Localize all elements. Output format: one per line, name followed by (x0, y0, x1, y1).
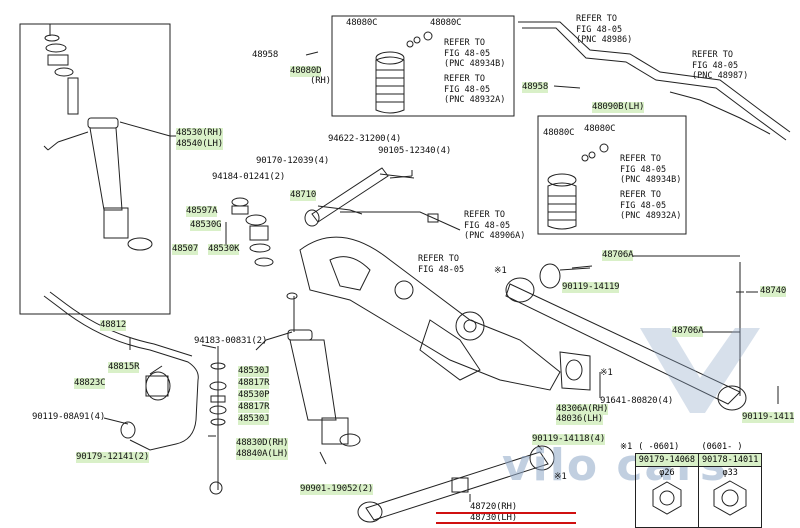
refer-note-fig-48-05[interactable]: REFER TO FIG 48-05 (418, 254, 465, 275)
part-48090b[interactable]: 48090B(LH) (592, 102, 645, 113)
part-48080c-b[interactable]: 48080C (430, 18, 462, 28)
highlight-underline-1 (436, 512, 576, 514)
part-94622-31200[interactable]: 94622-31200(4) (328, 134, 402, 144)
part-90119-14119[interactable]: 90119-14119 (562, 282, 620, 293)
part-48740[interactable]: 48740 (760, 286, 787, 297)
part-48958-b[interactable]: 48958 (522, 82, 549, 93)
part-48958-a[interactable]: 48958 (252, 50, 279, 60)
part-48817r-b[interactable]: 48817R (238, 402, 270, 413)
part-48710[interactable]: 48710 (290, 190, 317, 201)
part-48730[interactable]: 48730(LH) (470, 513, 517, 523)
part-48530k[interactable]: 48530K (208, 244, 240, 255)
part-48815r[interactable]: 48815R (108, 362, 140, 373)
part-48823c[interactable]: 48823C (74, 378, 106, 389)
refer-note-48934b-top[interactable]: REFER TO FIG 48-05 (PNC 48934B) (444, 38, 506, 69)
variant-drawing-1: φ26 (634, 466, 700, 528)
variant-table-header: ※1 (620, 442, 633, 453)
part-48706a-b[interactable]: 48706A (672, 326, 704, 337)
nut-33-icon (713, 480, 747, 516)
variant-range-2: (0601- ) (701, 442, 743, 452)
part-90119-1411x[interactable]: 90119-1411 (742, 412, 795, 423)
part-90105-12340[interactable]: 90105-12340(4) (378, 146, 452, 156)
star-note-1-b: ※1 (600, 368, 613, 378)
variant-range-1: ( -0601) (638, 442, 680, 452)
refer-note-48987[interactable]: REFER TO FIG 48-05 (PNC 48987) (692, 50, 749, 81)
part-91641-80820[interactable]: 91641-80820(4) (600, 396, 674, 406)
variant-part-1[interactable]: 90179-14068 (634, 453, 700, 467)
part-48530j-a[interactable]: 48530J (238, 366, 270, 377)
refer-note-48932a-top[interactable]: REFER TO FIG 48-05 (PNC 48932A) (444, 74, 506, 105)
star-note-1-c: ※1 (554, 472, 567, 482)
shock-absorber-rh (43, 24, 171, 251)
part-48080c-c[interactable]: 48080C (543, 128, 575, 138)
part-90119-14118[interactable]: 90119-14118(4) (532, 434, 606, 445)
part-48306a[interactable]: 48306A(RH) (556, 404, 609, 415)
part-48720[interactable]: 48720(RH) (470, 502, 517, 512)
refer-note-48906a[interactable]: REFER TO FIG 48-05 (PNC 48906A) (464, 210, 526, 241)
star-note-1-a: ※1 (494, 266, 507, 276)
part-48530j-b[interactable]: 48530J (238, 414, 270, 425)
part-48036[interactable]: 48036(LH) (556, 414, 603, 425)
variant-table: ※1 ( -0601) (0601- ) 90179-14068 90178-1… (617, 441, 763, 528)
part-48540[interactable]: 48540(LH) (176, 139, 223, 150)
part-94183-00831[interactable]: 94183-00831(2) (194, 336, 268, 346)
part-90119-08a91[interactable]: 90119-08A91(4) (32, 412, 106, 422)
part-48507[interactable]: 48507 (172, 244, 199, 255)
part-48530g[interactable]: 48530G (190, 220, 222, 231)
part-48530p[interactable]: 48530P (238, 390, 270, 401)
part-48812[interactable]: 48812 (100, 320, 127, 331)
part-90901-19052[interactable]: 90901-19052(2) (300, 484, 374, 495)
part-48597a[interactable]: 48597A (186, 206, 218, 217)
part-90170-12039[interactable]: 90170-12039(4) (256, 156, 330, 166)
variant-drawing-2: φ33 (698, 466, 763, 528)
part-48530[interactable]: 48530(RH) (176, 128, 223, 139)
part-94184-01241[interactable]: 94184-01241(2) (212, 172, 286, 182)
highlight-underline-2 (436, 522, 576, 524)
part-48080c-d[interactable]: 48080C (584, 124, 616, 134)
nut-26-icon (652, 481, 682, 515)
part-48080c-a[interactable]: 48080C (346, 18, 378, 28)
refer-note-48986[interactable]: REFER TO FIG 48-05 (PNC 48986) (576, 14, 633, 45)
part-48817r-a[interactable]: 48817R (238, 378, 270, 389)
variant-size-1: φ26 (659, 468, 675, 478)
refer-note-48932a-mid[interactable]: REFER TO FIG 48-05 (PNC 48932A) (620, 190, 682, 221)
variant-size-2: φ33 (722, 468, 738, 478)
part-48706a-a[interactable]: 48706A (602, 250, 634, 261)
refer-note-48934b-mid[interactable]: REFER TO FIG 48-05 (PNC 48934B) (620, 154, 682, 185)
part-48830d[interactable]: 48830D(RH) (236, 438, 289, 449)
part-48080d[interactable]: 48080D (290, 66, 322, 77)
part-48080d-side: (RH) (310, 76, 331, 86)
part-90179-12141[interactable]: 90179-12141(2) (76, 452, 150, 463)
part-48840a[interactable]: 48840A(LH) (236, 449, 289, 460)
variant-part-2[interactable]: 90178-14011 (698, 453, 763, 467)
